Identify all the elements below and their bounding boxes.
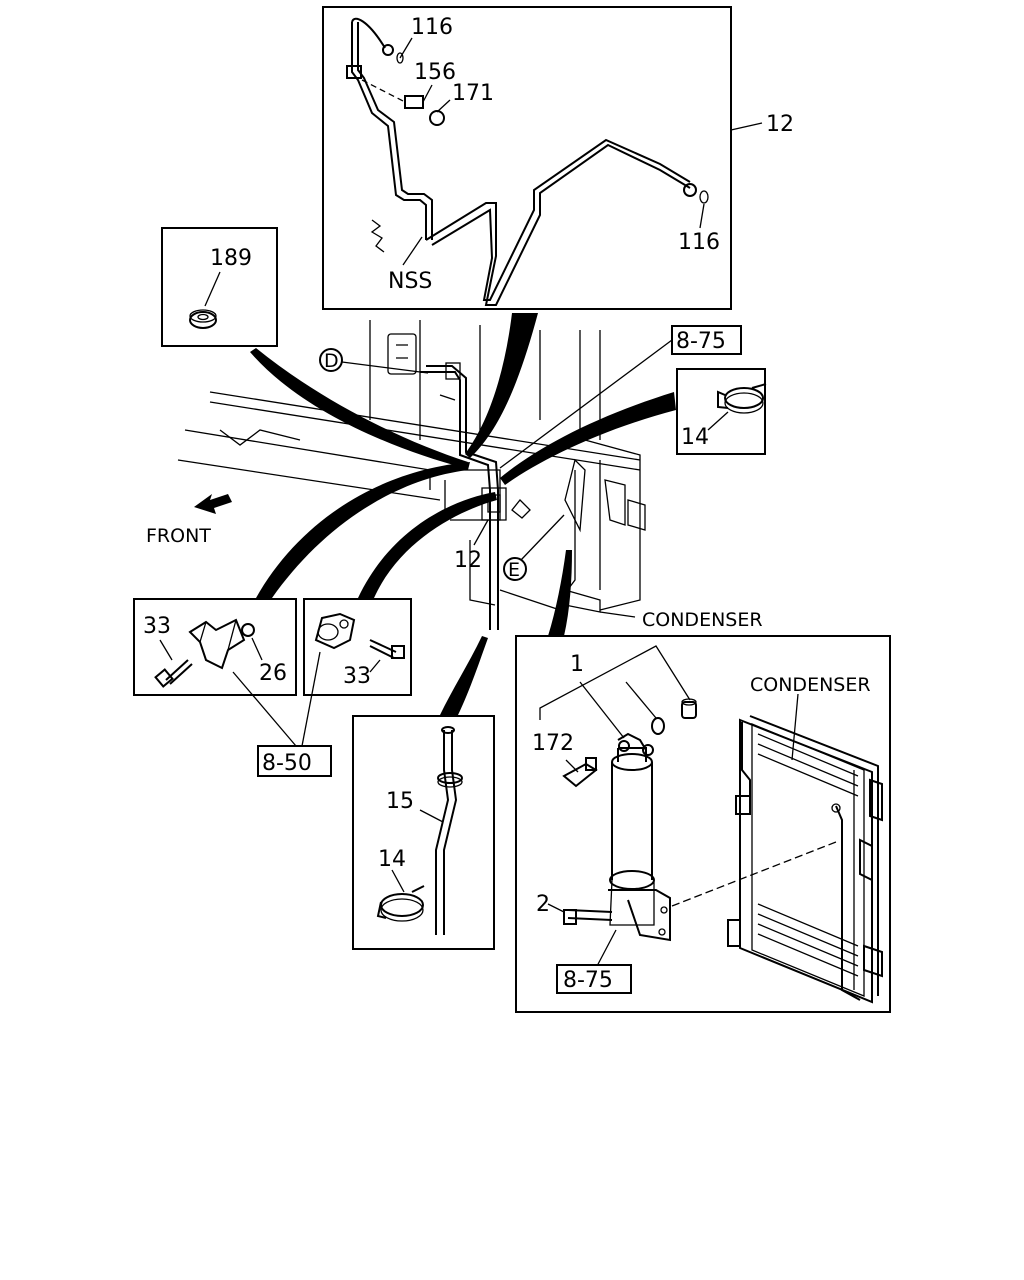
label-171: 171 (452, 81, 494, 106)
ref-850-box (232, 651, 332, 777)
label-875-top: 8-75 (676, 329, 726, 354)
pipe-detail-box (322, 6, 763, 310)
label-33-left: 33 (143, 614, 171, 639)
leader-condenser-main (599, 611, 636, 618)
label-15: 15 (386, 789, 414, 814)
drier-condenser-detail-box (515, 635, 891, 1013)
label-875-bottom: 8-75 (563, 968, 613, 993)
label-ref-e: E (508, 559, 520, 581)
label-156: 156 (414, 60, 456, 85)
bracket-detail-box-right (303, 598, 412, 696)
label-12-main: 12 (454, 548, 482, 573)
label-front: FRONT (146, 525, 211, 547)
ref-875-bottom-box (556, 964, 632, 994)
label-116-top: 116 (411, 15, 453, 40)
label-33-right: 33 (343, 664, 371, 689)
label-172: 172 (532, 731, 574, 756)
leader-12-main (473, 519, 489, 546)
bracket-detail-box-left (133, 598, 297, 696)
label-condenser-detail: CONDENSER (750, 674, 871, 696)
ref-e-marker (503, 514, 565, 581)
label-14-lower: 14 (378, 847, 406, 872)
label-nss: NSS (388, 269, 432, 294)
ref-875-top-box (499, 325, 742, 469)
hose-detail-box (352, 715, 495, 950)
front-arrow (194, 494, 232, 514)
callout-wedges (250, 313, 676, 715)
label-14-top: 14 (681, 425, 709, 450)
label-189: 189 (210, 246, 252, 271)
label-2: 2 (536, 892, 550, 917)
label-ref-d: D (324, 350, 339, 372)
vehicle-frame-drawing (177, 320, 646, 613)
grommet-detail-box (161, 227, 278, 347)
label-12-pipe: 12 (766, 112, 794, 137)
label-850: 8-50 (262, 751, 312, 776)
label-1: 1 (570, 652, 584, 677)
label-26: 26 (259, 661, 287, 686)
clamp-detail-box-top (676, 368, 767, 455)
label-condenser-main: CONDENSER (642, 609, 763, 631)
main-pipe-run (420, 362, 507, 630)
ref-d-marker (319, 348, 429, 374)
label-116-right: 116 (678, 230, 720, 255)
